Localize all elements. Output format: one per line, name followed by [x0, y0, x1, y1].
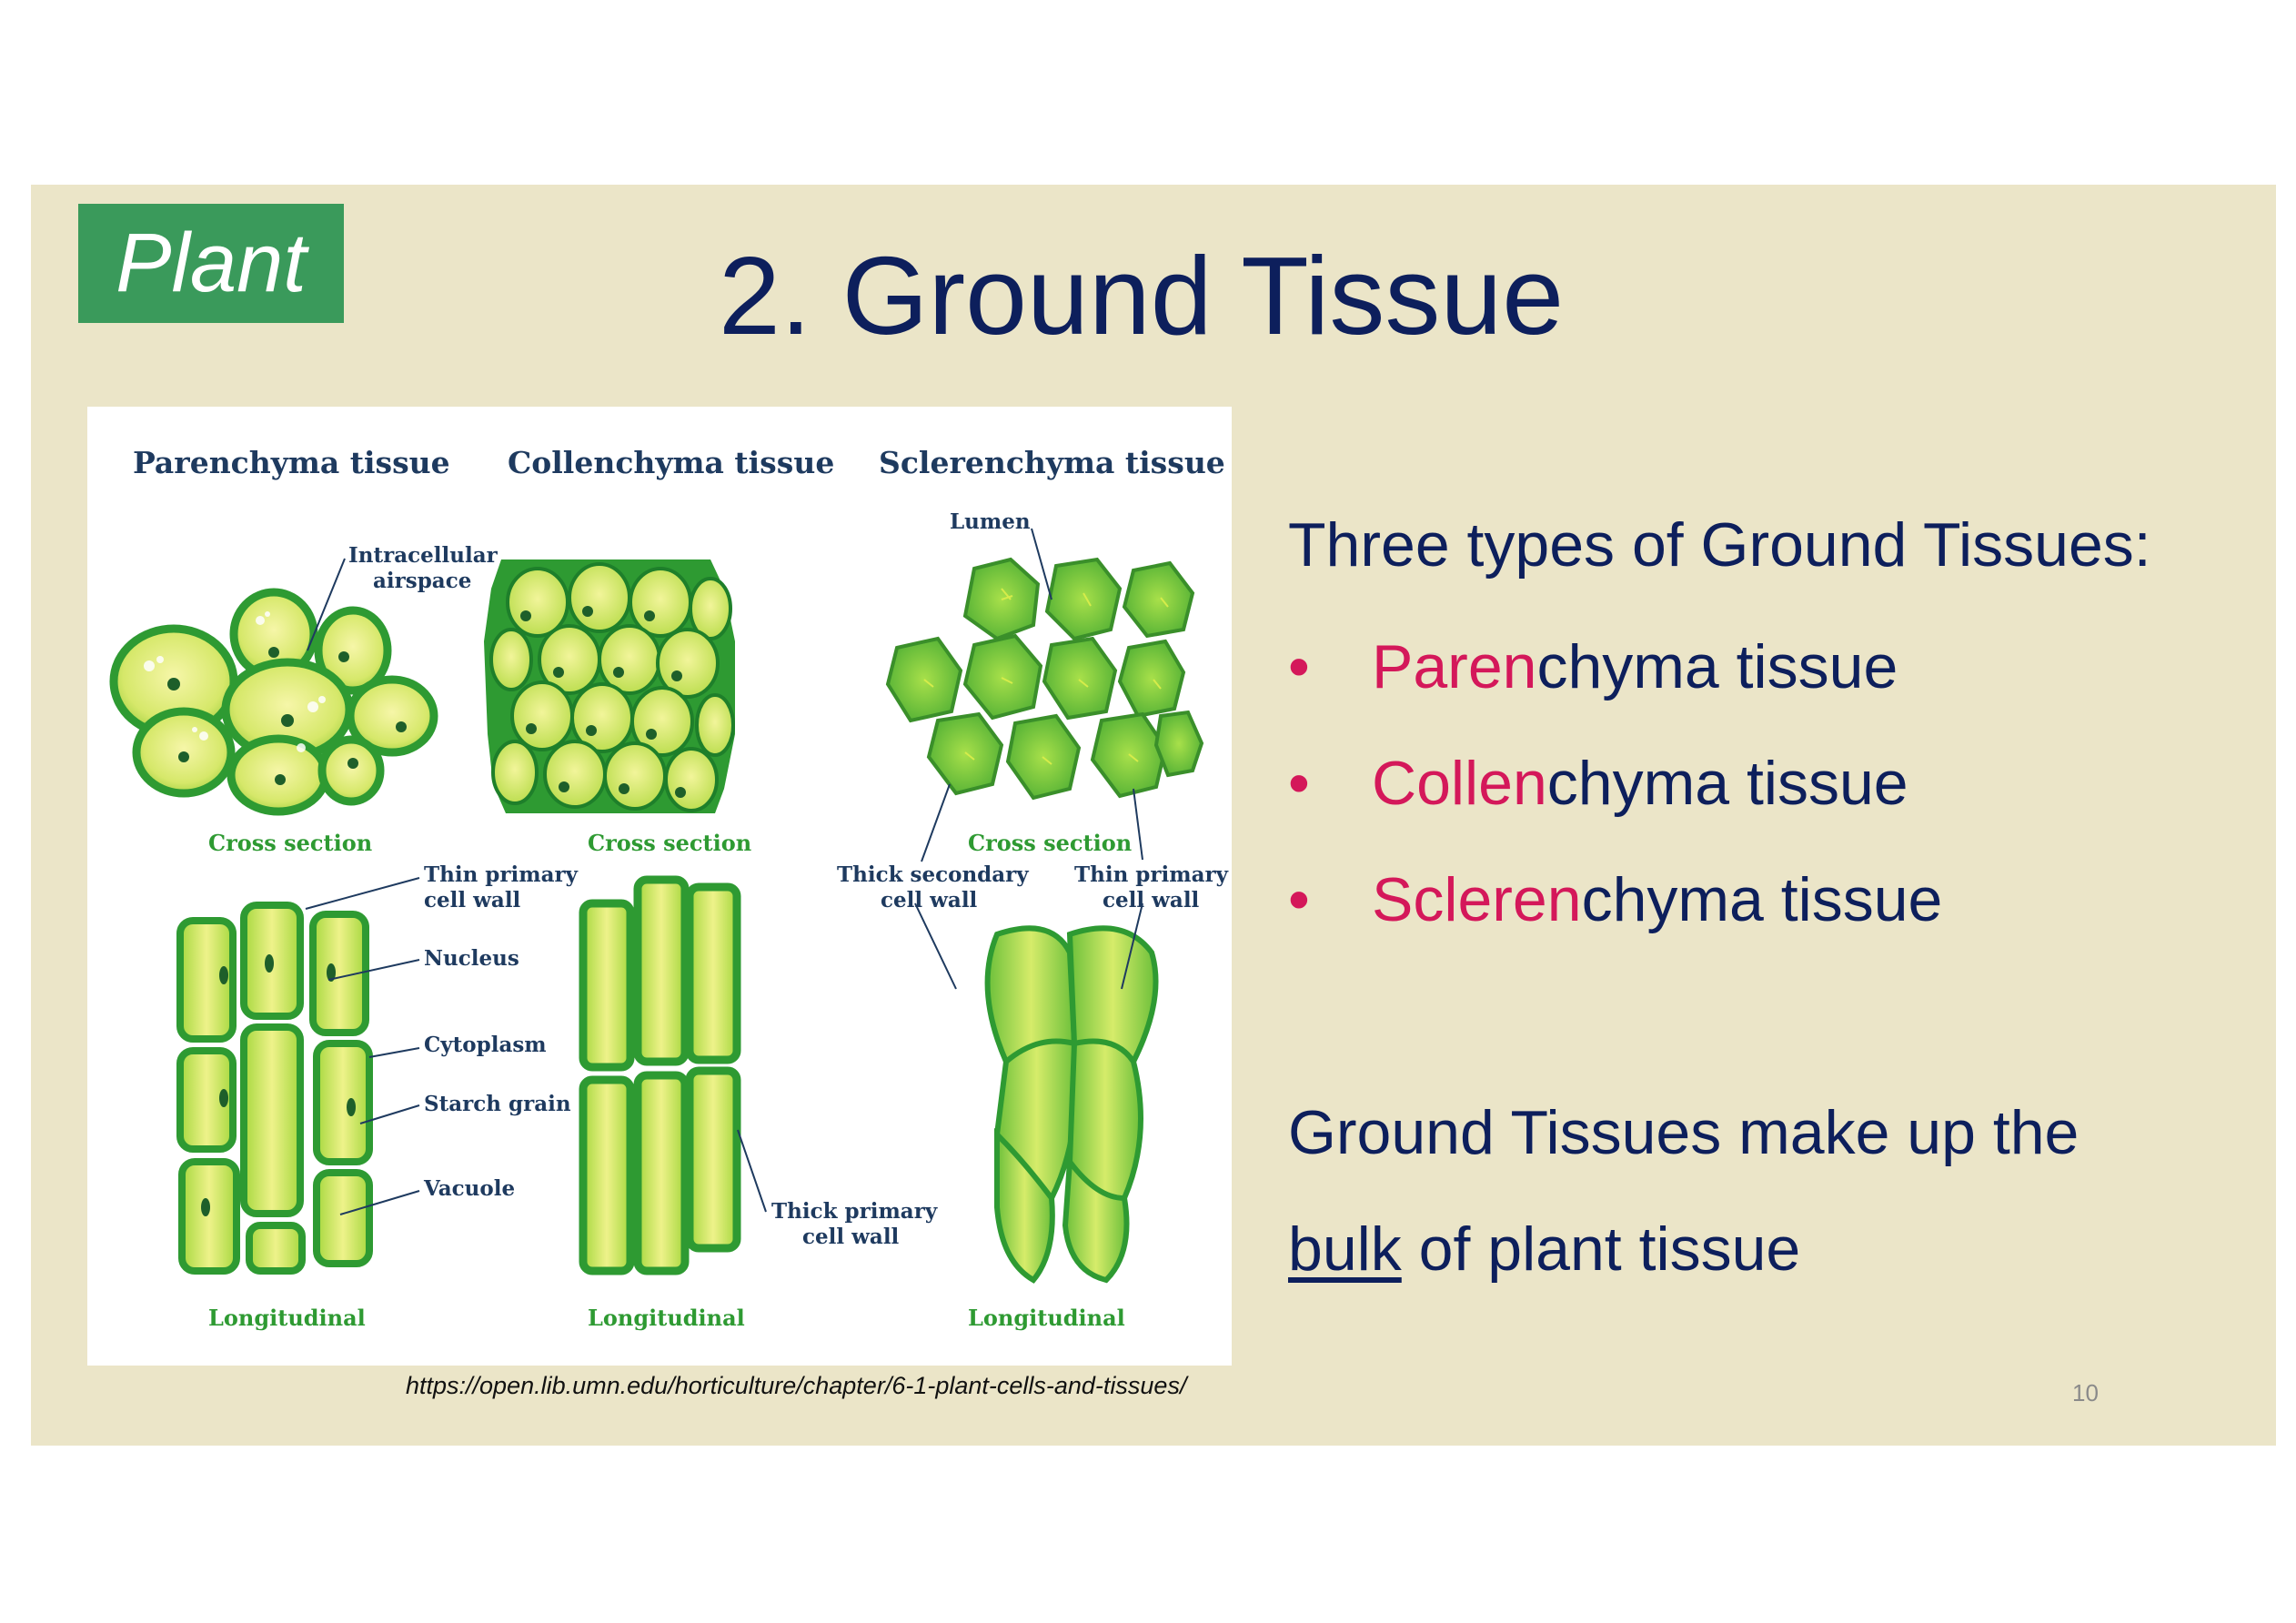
label-nucleus: Nucleus — [424, 946, 519, 971]
sclerenchyma-lumens — [923, 588, 1169, 765]
bullet-marker: • — [1288, 865, 1310, 934]
bullet-highlight: Collen — [1372, 749, 1547, 818]
bullet-highlight: Paren — [1372, 632, 1537, 701]
source-link[interactable]: https://open.lib.umn.edu/horticulture/ch… — [406, 1372, 1187, 1399]
tissue-diagram-svg: Parenchyma tissue Collenchyma tissue Scl… — [109, 445, 1229, 1331]
parenchyma-longitudinal — [176, 902, 373, 1275]
sclerenchyma-title: Sclerenchyma tissue — [879, 445, 1225, 480]
label-airspace: airspace — [373, 569, 471, 593]
paragraph-line-2: bulk of plant tissue — [1288, 1214, 1800, 1285]
page-number: 10 — [2072, 1379, 2099, 1406]
paragraph-rest: of plant tissue — [1401, 1215, 1801, 1284]
label-cytoplasm: Cytoplasm — [424, 1033, 547, 1057]
bullet-rest: chyma tissue — [1546, 749, 1908, 818]
col-cross-caption: Cross section — [588, 830, 751, 856]
slide-title: 2. Ground Tissue — [719, 234, 1565, 358]
plant-tag: Plant — [78, 204, 344, 323]
collenchyma-title: Collenchyma tissue — [508, 445, 834, 480]
label-thin-primary-2: cell wall — [424, 888, 521, 912]
scl-cross-caption: Cross section — [968, 830, 1132, 856]
label-thin-primary-right: Thin primary — [1074, 862, 1229, 887]
sclerenchyma-longitudinal — [984, 925, 1159, 1284]
par-cross-caption: Cross section — [208, 830, 372, 856]
bullet-marker: • — [1288, 749, 1310, 818]
bullet-marker: • — [1288, 632, 1310, 701]
label-thin-primary-right-2: cell wall — [1103, 888, 1200, 912]
label-thick-secondary: Thick secondary — [837, 862, 1029, 887]
label-thick-primary-2: cell wall — [802, 1225, 900, 1249]
label-intracellular: Intracellular — [348, 543, 498, 568]
col-long-caption: Longitudinal — [588, 1305, 745, 1331]
label-starch-grain: Starch grain — [424, 1092, 571, 1116]
label-thick-primary: Thick primary — [771, 1199, 938, 1224]
bullet-highlight: Scleren — [1372, 865, 1582, 934]
sclerenchyma-cross-section — [885, 557, 1204, 801]
scl-long-caption: Longitudinal — [968, 1305, 1125, 1331]
underlined-bulk: bulk — [1288, 1215, 1402, 1284]
list-heading: Three types of Ground Tissues: — [1288, 510, 2151, 580]
collenchyma-cross-section — [484, 559, 735, 813]
label-thick-secondary-2: cell wall — [881, 888, 978, 912]
parenchyma-cross-section — [109, 588, 438, 816]
parenchyma-title: Parenchyma tissue — [133, 445, 450, 480]
parenchyma-nuclei — [167, 647, 407, 785]
callout-lines — [305, 528, 1143, 1215]
paragraph-line-1: Ground Tissues make up the — [1288, 1098, 2079, 1167]
collenchyma-longitudinal — [579, 875, 741, 1275]
tissue-diagram: Parenchyma tissue Collenchyma tissue Scl… — [87, 407, 1232, 1366]
parenchyma-vacuoles — [144, 611, 326, 752]
bullet-rest: chyma tissue — [1581, 865, 1943, 934]
label-lumen: Lumen — [950, 509, 1031, 534]
label-thin-primary: Thin primary — [424, 862, 579, 887]
label-vacuole: Vacuole — [423, 1176, 515, 1201]
bullet-rest: chyma tissue — [1536, 632, 1898, 701]
par-long-caption: Longitudinal — [208, 1305, 366, 1331]
